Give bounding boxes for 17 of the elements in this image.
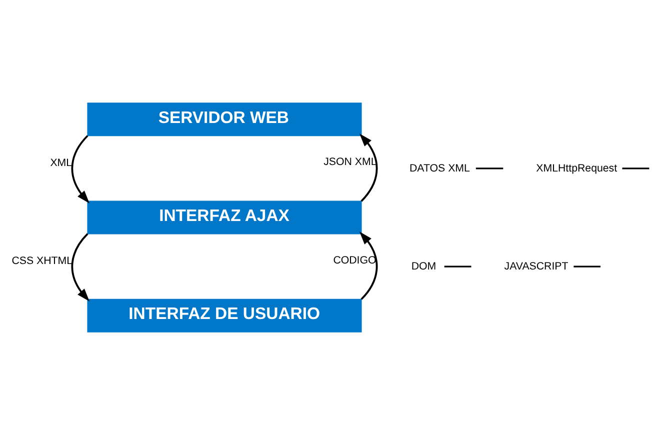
connector [444,266,472,268]
connector [476,168,504,170]
node-box: SERVIDOR WEB [87,102,362,136]
arrow [360,232,378,300]
edge-label: XML [50,156,72,169]
connector [574,266,601,268]
node-text: DOM [411,260,436,272]
node-box: INTERFAZ DE USUARIO [87,298,362,332]
node-box: INTERFAZ AJAX [87,200,362,234]
node-text: JAVASCRIPT [504,260,568,272]
arrow [71,233,90,302]
node-text: XMLHttpRequest [536,162,618,174]
arrow [71,135,90,204]
edge-label: CSS XHTML [12,255,73,268]
connector [622,168,650,170]
edge-label: CODIGO [333,254,376,266]
node-text: DATOS XML [410,162,470,174]
